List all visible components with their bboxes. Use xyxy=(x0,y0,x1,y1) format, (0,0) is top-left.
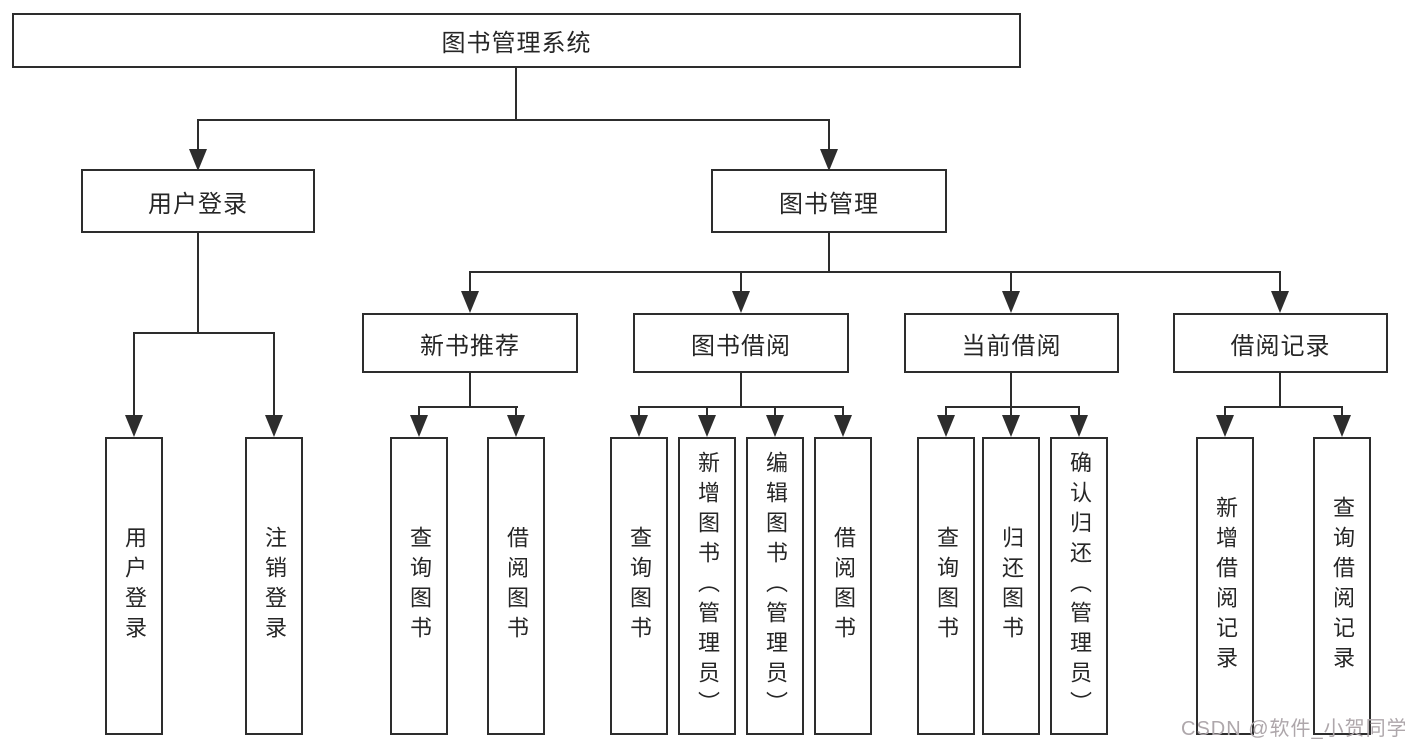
connector-to-book-management xyxy=(828,119,830,152)
connector-to-bb-borrow xyxy=(842,406,844,417)
arrowhead-down-icon xyxy=(1070,415,1088,437)
connector-to-nbr-borrow xyxy=(515,406,517,417)
arrowhead-down-icon xyxy=(507,415,525,437)
node-leaf-user-login: 用户登录 xyxy=(105,437,163,735)
connector-to-leaf-user-login xyxy=(133,332,135,417)
connector-to-current-borrowing xyxy=(1010,271,1012,293)
arrowhead-down-icon xyxy=(1216,415,1234,437)
node-leaf-bb-borrow-books: 借阅图书 xyxy=(814,437,872,735)
connector-user-login-branch xyxy=(133,332,275,334)
arrowhead-down-icon xyxy=(265,415,283,437)
node-leaf-bb-add-books-admin: 新增图书（管理员） xyxy=(678,437,736,735)
arrowhead-down-icon xyxy=(189,149,207,171)
connector-to-bb-add xyxy=(706,406,708,417)
connector-bb-branch xyxy=(638,406,844,408)
node-leaf-br-query-record: 查询借阅记录 xyxy=(1313,437,1371,735)
node-book-borrowing: 图书借阅 xyxy=(633,313,849,373)
connector-nbr-branch xyxy=(418,406,518,408)
node-current-borrowing: 当前借阅 xyxy=(904,313,1119,373)
arrowhead-down-icon xyxy=(461,291,479,313)
arrowhead-down-icon xyxy=(732,291,750,313)
arrowhead-down-icon xyxy=(820,149,838,171)
node-leaf-bb-edit-books-admin: 编辑图书（管理员） xyxy=(746,437,804,735)
connector-to-bb-query xyxy=(638,406,640,417)
connector-to-user-login xyxy=(197,119,199,152)
connector-to-nbr-query xyxy=(418,406,420,417)
connector-root-branch xyxy=(197,119,830,121)
arrowhead-down-icon xyxy=(834,415,852,437)
node-leaf-bb-query-books: 查询图书 xyxy=(610,437,668,735)
connector-br-stem xyxy=(1279,373,1281,407)
arrowhead-down-icon xyxy=(410,415,428,437)
node-leaf-cb-query-books: 查询图书 xyxy=(917,437,975,735)
arrowhead-down-icon xyxy=(1002,291,1020,313)
connector-to-cb-confirm xyxy=(1078,406,1080,417)
connector-to-leaf-logout xyxy=(273,332,275,417)
connector-to-borrowing-records xyxy=(1279,271,1281,293)
connector-book-mgmt-branch xyxy=(469,271,1281,273)
node-leaf-cb-return-books: 归还图书 xyxy=(982,437,1040,735)
arrowhead-down-icon xyxy=(937,415,955,437)
connector-nbr-stem xyxy=(469,373,471,407)
arrowhead-down-icon xyxy=(1271,291,1289,313)
arrowhead-down-icon xyxy=(698,415,716,437)
arrowhead-down-icon xyxy=(766,415,784,437)
node-borrowing-records: 借阅记录 xyxy=(1173,313,1388,373)
node-leaf-cb-confirm-return-admin: 确认归还（管理员） xyxy=(1050,437,1108,735)
node-book-management: 图书管理 xyxy=(711,169,947,233)
connector-book-mgmt-stem xyxy=(828,233,830,272)
connector-to-cb-return xyxy=(1010,406,1012,417)
connector-to-br-add xyxy=(1224,406,1226,417)
node-leaf-br-add-record: 新增借阅记录 xyxy=(1196,437,1254,735)
connector-to-bb-edit xyxy=(774,406,776,417)
connector-cb-stem xyxy=(1010,373,1012,407)
connector-to-cb-query xyxy=(945,406,947,417)
arrowhead-down-icon xyxy=(125,415,143,437)
node-new-book-recommend: 新书推荐 xyxy=(362,313,578,373)
connector-root-stem xyxy=(515,68,517,120)
node-leaf-nbr-borrow-books: 借阅图书 xyxy=(487,437,545,735)
arrowhead-down-icon xyxy=(1333,415,1351,437)
arrowhead-down-icon xyxy=(630,415,648,437)
connector-cb-branch xyxy=(945,406,1080,408)
watermark: CSDN @软件_小贺同学 xyxy=(1181,718,1405,740)
node-leaf-nbr-query-books: 查询图书 xyxy=(390,437,448,735)
connector-to-book-borrowing xyxy=(740,271,742,293)
connector-to-br-query xyxy=(1341,406,1343,417)
connector-user-login-stem xyxy=(197,233,199,333)
connector-bb-stem xyxy=(740,373,742,407)
node-user-login: 用户登录 xyxy=(81,169,315,233)
connector-br-branch xyxy=(1224,406,1343,408)
arrowhead-down-icon xyxy=(1002,415,1020,437)
connector-to-new-book-recommend xyxy=(469,271,471,293)
node-root: 图书管理系统 xyxy=(12,13,1021,68)
node-leaf-logout: 注销登录 xyxy=(245,437,303,735)
